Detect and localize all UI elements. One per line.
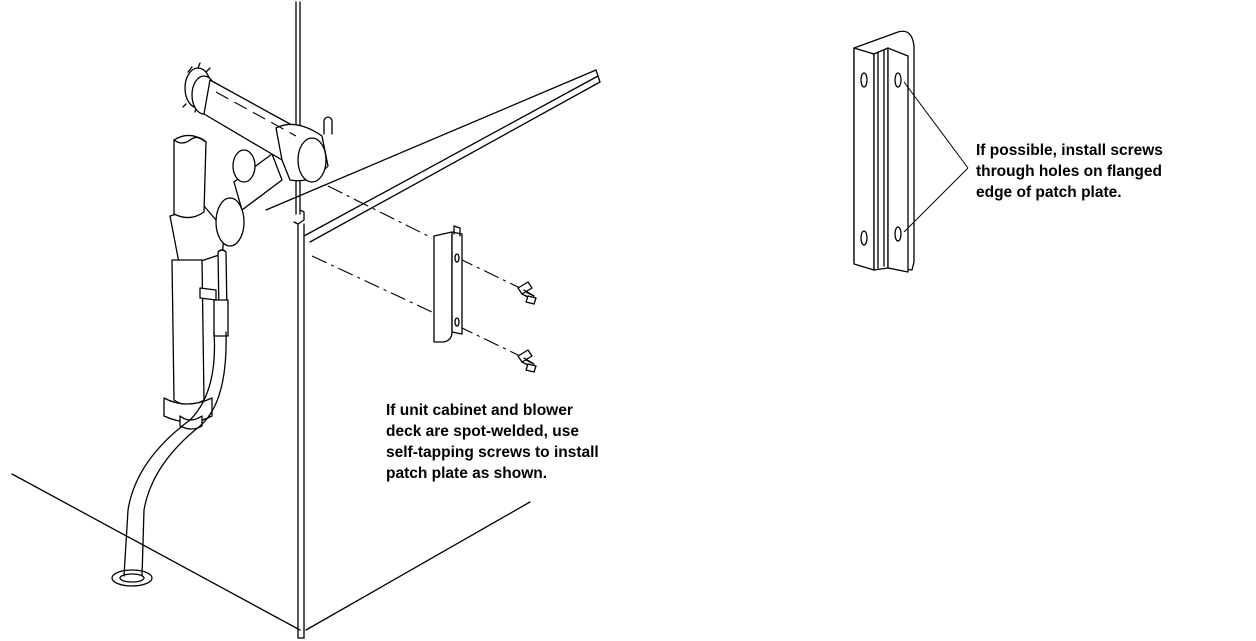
patch-plate-small: [433, 225, 463, 343]
alignment-lines: [215, 91, 521, 357]
flanged-edge-instruction: If possible, install screws through hole…: [976, 142, 1163, 201]
drain-trap-assembly: [111, 62, 333, 587]
self-tapping-screw-1: [517, 281, 537, 305]
blower-deck: [265, 69, 601, 243]
patch-plate-detail: [853, 30, 969, 273]
unit-cabinet: [11, 1, 531, 639]
spot-welded-instruction: If unit cabinet and blower deck are spot…: [386, 402, 599, 482]
self-tapping-screw-2: [517, 349, 537, 373]
